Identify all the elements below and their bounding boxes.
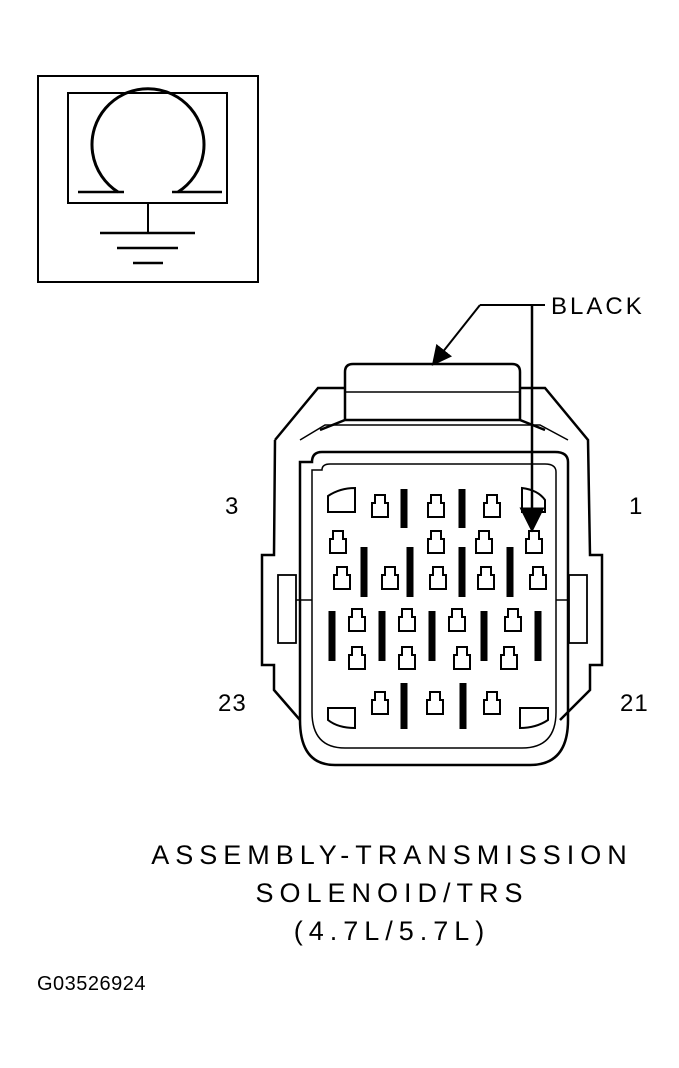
connector-title-line1: ASSEMBLY-TRANSMISSION <box>151 840 633 870</box>
terminal-cavity <box>429 566 447 590</box>
connector-title-line3: (4.7L/5.7L) <box>293 916 491 946</box>
terminal-cavity <box>477 566 495 590</box>
terminal-slot <box>328 611 336 661</box>
terminal-cavity <box>529 566 547 590</box>
terminal-cavity <box>427 530 445 554</box>
terminal-cavity <box>381 566 399 590</box>
corner-keys <box>327 486 549 730</box>
terminal-slot <box>480 611 488 661</box>
terminal-slot <box>400 489 408 528</box>
terminal-slot <box>534 611 542 661</box>
terminal-cavity <box>475 530 493 554</box>
terminal-cavity <box>453 646 471 670</box>
terminal-cavity <box>329 530 347 554</box>
terminal-cavity <box>483 691 501 715</box>
ground-symbol-icon <box>37 75 259 283</box>
connector-title-line2: SOLENOID/TRS <box>255 878 529 908</box>
terminal-slot <box>360 547 368 597</box>
terminal-cavity <box>500 646 518 670</box>
terminal-cavity <box>371 691 389 715</box>
terminal-cavity <box>448 608 466 632</box>
terminal-cavity <box>504 608 522 632</box>
terminal-cavity <box>398 608 416 632</box>
terminal-cavity <box>333 566 351 590</box>
terminal-slot <box>458 489 466 528</box>
terminal-slot <box>458 547 466 597</box>
connector-housing <box>260 362 604 767</box>
terminal-slot <box>506 547 514 597</box>
terminal-cavities <box>328 489 547 729</box>
pin-label-bottom-left: 23 <box>218 690 247 717</box>
terminal-slot <box>428 611 436 661</box>
terminal-cavity <box>525 530 543 554</box>
terminal-cavity <box>348 608 366 632</box>
black-leader-arrow <box>431 304 545 533</box>
terminal-slot <box>459 683 467 729</box>
pin-label-top-left: 3 <box>225 493 240 520</box>
terminal-cavity <box>348 646 366 670</box>
terminal-cavity <box>398 646 416 670</box>
pin-label-bottom-right: 21 <box>620 690 649 717</box>
terminal-cavity <box>371 494 389 518</box>
terminal-cavity <box>483 494 501 518</box>
terminal-slot <box>378 611 386 661</box>
terminal-cavity <box>426 691 444 715</box>
terminal-cavity <box>427 494 445 518</box>
figure-id: G03526924 <box>37 973 147 995</box>
terminal-slot <box>406 547 414 597</box>
pin-label-top-right: 1 <box>629 493 644 520</box>
wire-color-label: BLACK <box>551 293 645 320</box>
terminal-slot <box>400 683 408 729</box>
